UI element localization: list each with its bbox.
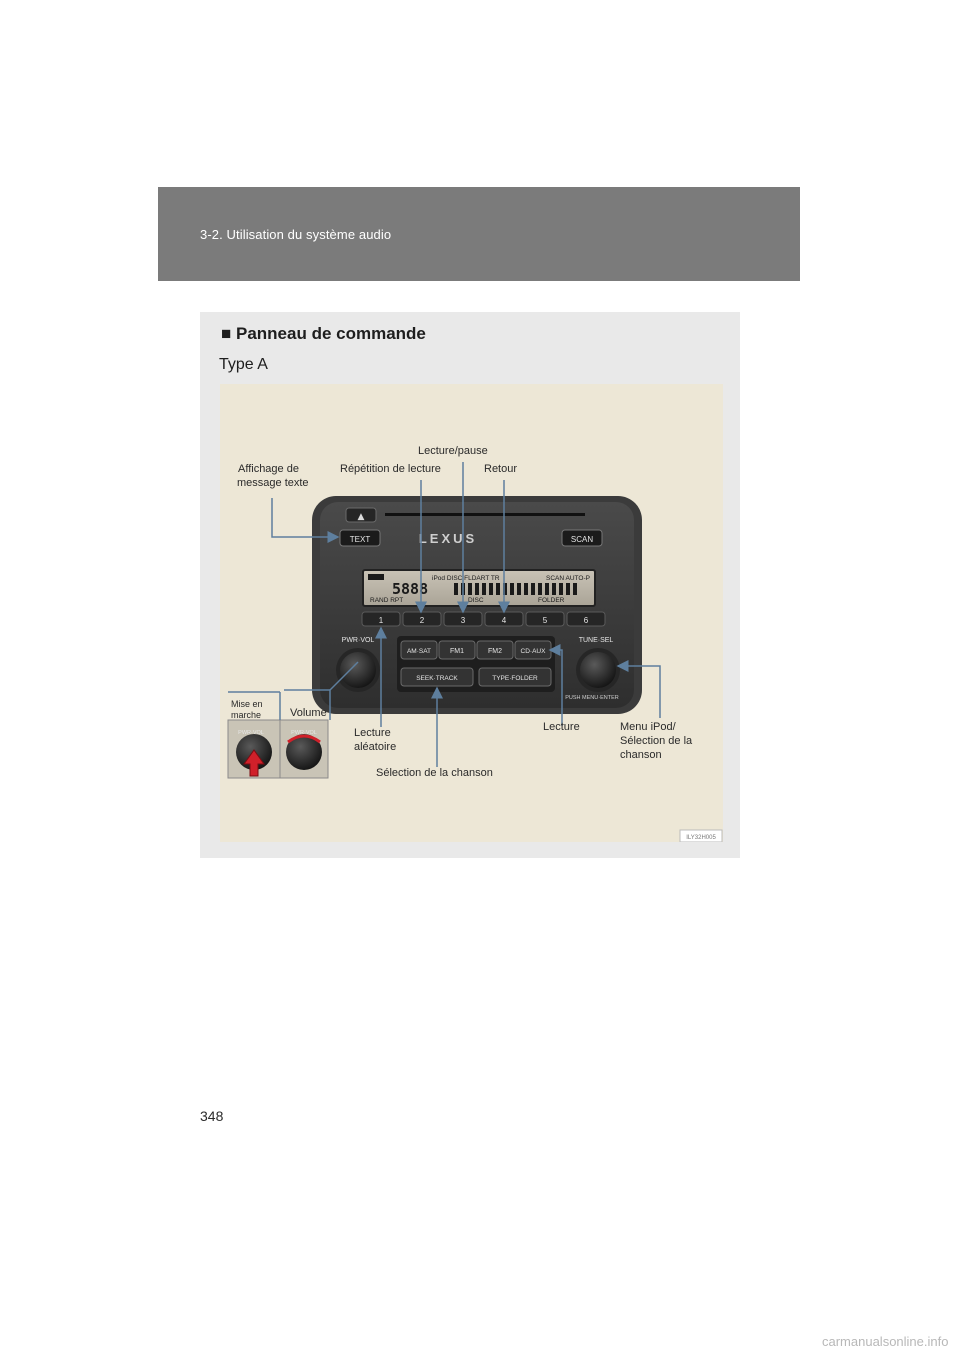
fm2-button xyxy=(476,640,514,660)
callout-lines xyxy=(228,462,661,767)
lcd-scan-text: SCAN AUTO-P xyxy=(546,575,590,582)
inset-volume-label: PWR·VOL xyxy=(291,730,317,736)
press-arrow-icon xyxy=(243,749,265,777)
cd-slot xyxy=(385,513,585,516)
label-ipod-1: Menu iPod/ xyxy=(620,721,677,733)
inset-volume-knob xyxy=(286,734,322,770)
radio-diagram: ▲ TEXT LEXUS SCAN 5888 iPod DISC FLDART … xyxy=(227,445,723,842)
callout-line-play xyxy=(548,644,563,726)
label-random-1: Lecture xyxy=(354,727,391,739)
text-button xyxy=(339,529,381,547)
label-power-2: marche xyxy=(231,710,261,720)
eject-button xyxy=(345,507,377,523)
figure-code-box xyxy=(679,829,723,842)
preset-button-6 xyxy=(566,611,606,627)
label-text-display-1: Affichage de xyxy=(238,463,299,475)
label-play: Lecture xyxy=(543,721,580,733)
callout-line-ipod xyxy=(616,660,661,718)
preset-label-2: 2 xyxy=(420,616,425,625)
fm2-label: FM2 xyxy=(488,648,502,655)
label-ipod-2: Sélection de la xyxy=(620,735,693,747)
fm1-label: FM1 xyxy=(450,648,464,655)
label-random-2: aléatoire xyxy=(354,741,396,753)
label-volume: Volume xyxy=(290,707,327,719)
preset-label-4: 4 xyxy=(502,616,507,625)
page-number: 348 xyxy=(200,1108,224,1124)
lcd-disc: DISC xyxy=(468,597,484,604)
label-song-select: Sélection de la chanson xyxy=(376,767,493,779)
lcd-level-bars xyxy=(454,583,577,595)
scan-button xyxy=(561,529,603,547)
scan-button-label: SCAN xyxy=(571,535,593,544)
pwr-vol-label: PWR·VOL xyxy=(342,637,375,644)
type-folder-label: TYPE·FOLDER xyxy=(492,675,538,682)
type-folder-button xyxy=(478,667,552,687)
push-menu-enter-label: PUSH MENU·ENTER xyxy=(565,695,619,701)
am-sat-button xyxy=(400,640,438,660)
cd-aux-label: CD·AUX xyxy=(521,648,547,655)
section-heading: ■ Panneau de commande xyxy=(221,324,426,343)
control-panel-section: ■ Panneau de commande Type A xyxy=(200,312,740,858)
chapter-title: 3-2. Utilisation du système audio xyxy=(200,227,392,242)
callout-line-text xyxy=(271,498,340,543)
preset-buttons: 1 2 3 4 5 6 xyxy=(361,611,606,627)
lcd-rand-rpt: RAND RPT xyxy=(370,597,403,604)
pwr-vol-knob xyxy=(340,652,376,688)
fm1-button xyxy=(438,640,476,660)
preset-label-1: 1 xyxy=(379,616,384,625)
preset-button-1 xyxy=(361,611,401,627)
label-power-1: Mise en xyxy=(231,699,263,709)
figure-code: ILY32H005 xyxy=(686,835,716,841)
lcd-folder: FOLDER xyxy=(538,597,565,604)
am-sat-label: AM·SAT xyxy=(407,648,431,655)
tune-sel-knob xyxy=(580,652,616,688)
seek-track-label: SEEK·TRACK xyxy=(416,675,458,682)
preset-button-5 xyxy=(525,611,565,627)
seek-track-button xyxy=(400,667,474,687)
preset-label-3: 3 xyxy=(461,616,466,625)
brand-logo: LEXUS xyxy=(419,531,477,546)
label-back: Retour xyxy=(484,463,517,475)
label-repeat: Répétition de lecture xyxy=(340,463,441,475)
preset-label-6: 6 xyxy=(584,616,589,625)
chapter-header: 3-2. Utilisation du système audio xyxy=(158,187,800,281)
type-label: Type A xyxy=(219,356,268,373)
inset-power-label: PWR·VOL xyxy=(238,730,264,736)
lcd-indicator xyxy=(368,574,384,580)
lcd-segments: 5888 xyxy=(392,580,428,598)
rotate-arrow-icon xyxy=(287,734,321,744)
preset-label-5: 5 xyxy=(543,616,548,625)
radio-figure: ▲ TEXT LEXUS SCAN 5888 iPod DISC FLDART … xyxy=(220,384,723,842)
label-text-display-2: message texte xyxy=(237,477,309,489)
lcd-top-text: iPod DISC FLDART TR xyxy=(432,575,500,582)
text-button-label: TEXT xyxy=(350,535,371,544)
label-ipod-3: chanson xyxy=(620,749,662,761)
watermark: carmanualsonline.info xyxy=(822,1334,949,1349)
eject-icon: ▲ xyxy=(358,512,365,522)
label-play-pause: Lecture/pause xyxy=(418,445,488,457)
tune-sel-label: TUNE·SEL xyxy=(579,637,614,644)
